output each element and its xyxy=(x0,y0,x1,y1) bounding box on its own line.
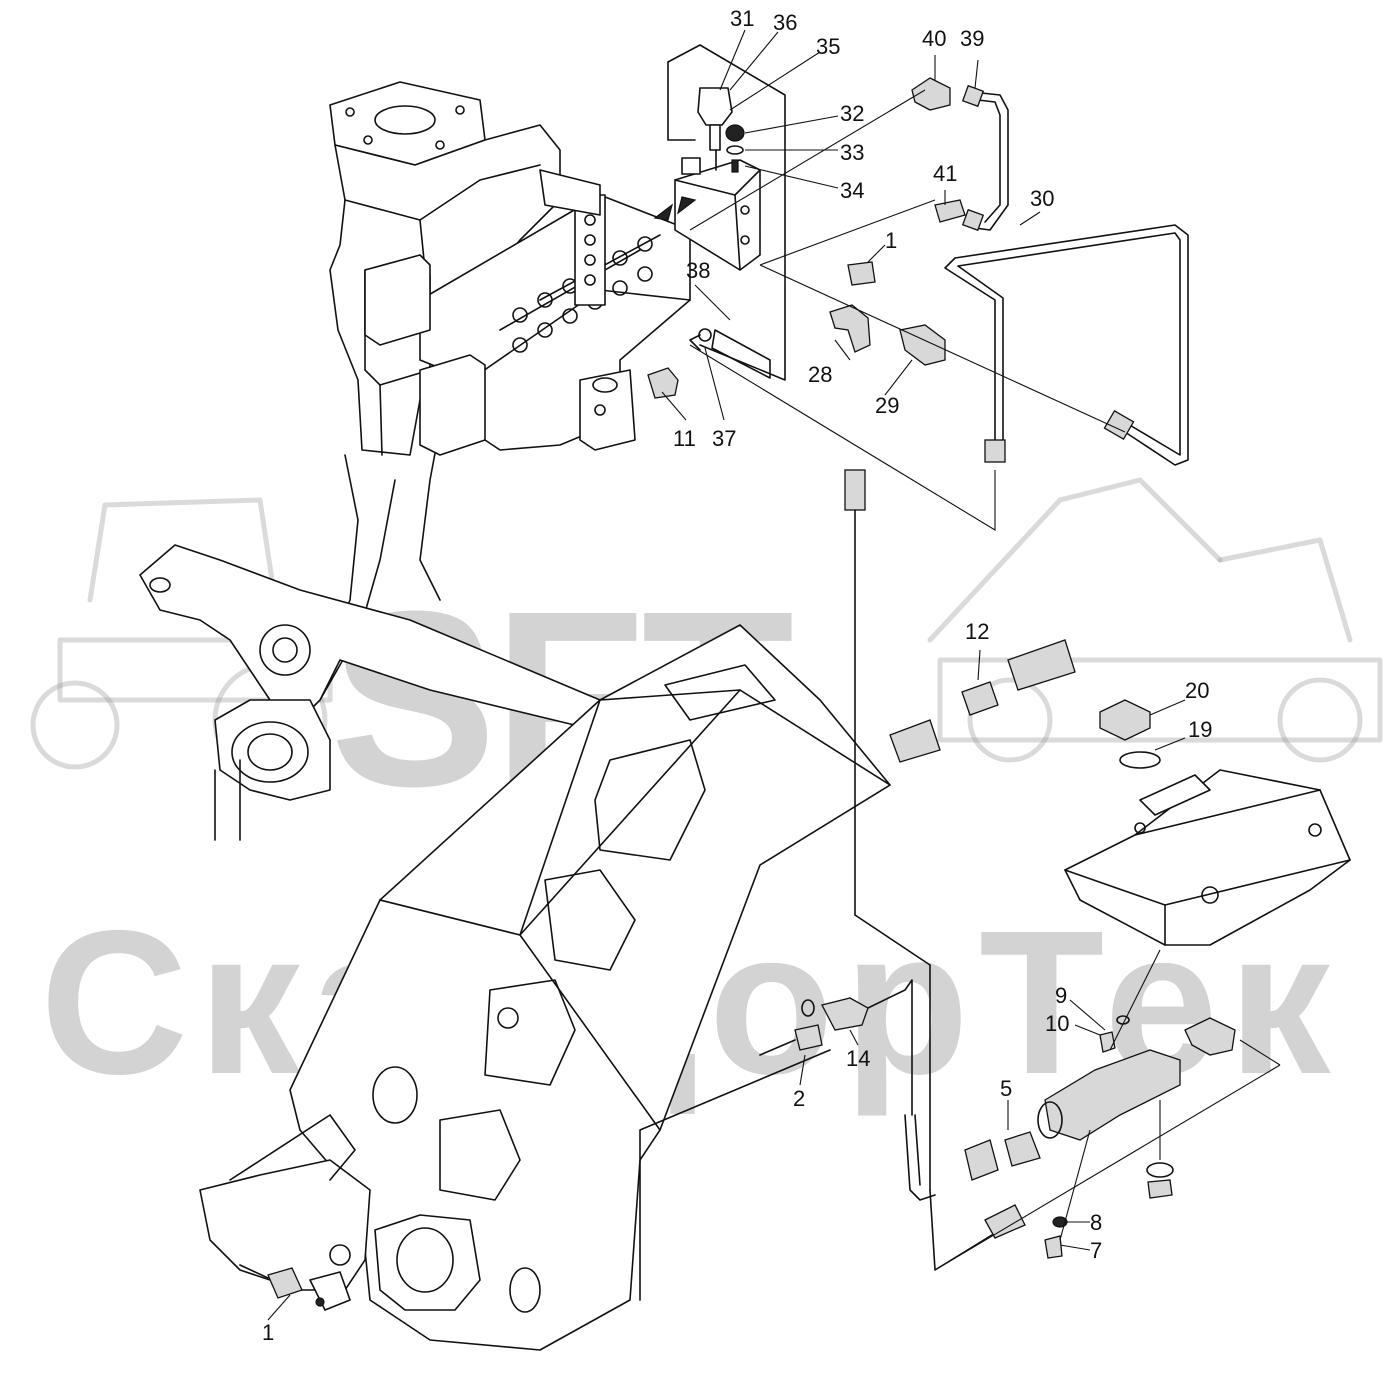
callout-41: 41 xyxy=(933,161,958,186)
callout-40: 40 xyxy=(922,26,947,51)
callout-10: 10 xyxy=(1045,1011,1070,1036)
callout-11: 11 xyxy=(673,426,696,451)
callout-14: 14 xyxy=(846,1046,871,1071)
callout-9: 9 xyxy=(1055,983,1068,1008)
callout-20: 20 xyxy=(1185,678,1210,703)
callout-34: 34 xyxy=(840,178,865,203)
callout-36: 36 xyxy=(773,10,798,35)
pilot-valve-block xyxy=(653,44,786,381)
callout-28: 28 xyxy=(808,362,833,387)
fitting-1-lower xyxy=(239,1264,325,1307)
callout-32: 32 xyxy=(840,101,865,126)
cover-housing xyxy=(1064,769,1351,946)
callout-37: 37 xyxy=(712,426,737,451)
callout-5: 5 xyxy=(1000,1076,1013,1101)
callout-39: 39 xyxy=(960,26,985,51)
hose-assembly xyxy=(639,469,1001,1301)
callout-33: 33 xyxy=(840,140,865,165)
callout-29: 29 xyxy=(875,393,900,418)
boom xyxy=(139,544,891,1351)
callout-35: 35 xyxy=(816,34,841,59)
leader-lines xyxy=(267,29,1186,1321)
valve-bank xyxy=(364,169,691,456)
callout-38: 38 xyxy=(686,258,711,283)
pipe-30 xyxy=(944,224,1189,466)
callout-12: 12 xyxy=(965,619,990,644)
callout-7: 7 xyxy=(1090,1238,1103,1263)
callout-19: 19 xyxy=(1188,717,1213,742)
callout-1-lower: 1 xyxy=(262,1320,275,1345)
callout-31: 31 xyxy=(730,6,755,31)
callout-8: 8 xyxy=(1090,1210,1103,1235)
callout-1-upper: 1 xyxy=(885,228,898,253)
watermark-excavator-right xyxy=(927,477,1383,763)
cylinder-group xyxy=(934,949,1281,1271)
callout-2: 2 xyxy=(793,1086,806,1111)
callout-30: 30 xyxy=(1030,186,1055,211)
middle-parts xyxy=(889,639,1161,769)
fittings-upper xyxy=(647,77,1009,399)
